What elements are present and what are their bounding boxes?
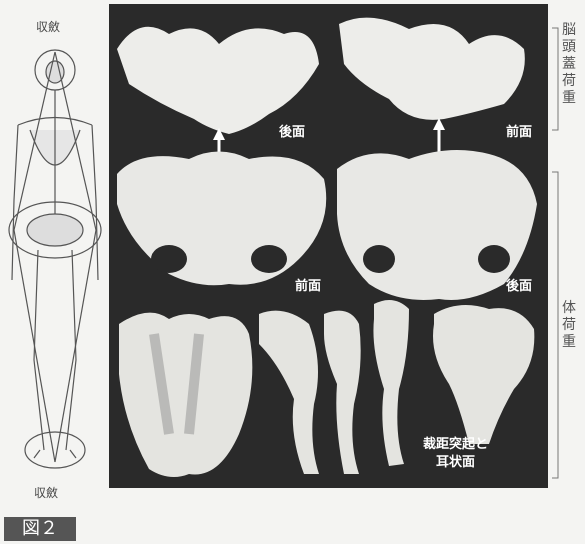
side-label-upper: 脳頭蓋荷重 xyxy=(562,22,578,107)
sacrum-front-label: 前面 xyxy=(506,121,532,140)
pelvis-back-label: 後面 xyxy=(506,275,532,294)
skeleton-diagram xyxy=(0,30,110,490)
bottom-caption: 裁距突起と 耳状面 xyxy=(423,436,488,472)
side-label-lower: 体荷重 xyxy=(562,300,578,351)
pelvis-front-label: 前面 xyxy=(295,275,321,294)
bone-photo-illustration xyxy=(109,4,548,488)
figure-number-badge: 図２ xyxy=(4,517,76,541)
bottom-convergence-label: 収斂 xyxy=(34,484,58,501)
bone-photo-panel: 後面 前面 前面 後面 裁距突起と 耳状面 xyxy=(109,4,548,488)
side-bracket xyxy=(550,22,562,482)
sacrum-back-label: 後面 xyxy=(279,121,305,140)
